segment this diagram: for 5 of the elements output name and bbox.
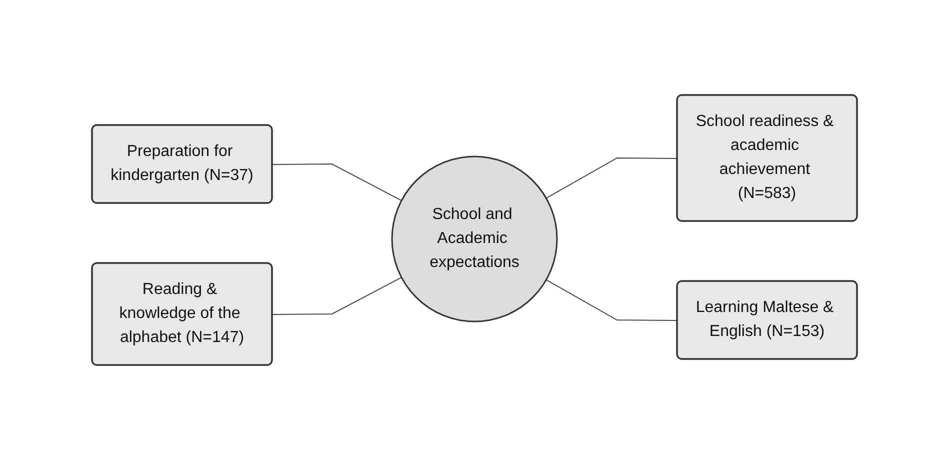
connector [272, 164, 402, 202]
connector [546, 279, 678, 321]
node-circle: School and Academic expectations [391, 156, 558, 322]
connector [546, 158, 678, 199]
connector [272, 276, 402, 315]
